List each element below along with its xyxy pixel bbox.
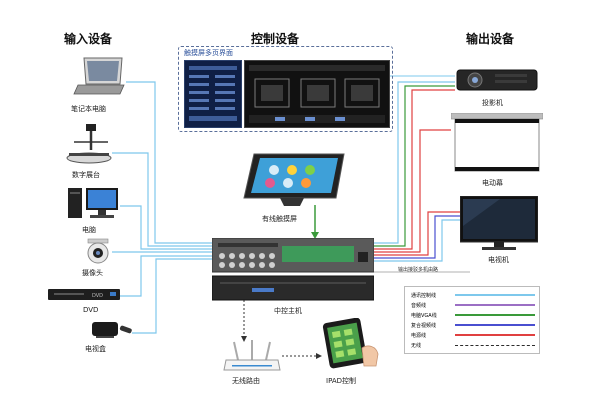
control-devices-header: 控制设备 (251, 32, 300, 46)
arrow-host-router (241, 336, 247, 342)
wire-out-5 (372, 211, 460, 256)
legend-label: 音频线 (411, 302, 427, 309)
legend-item: 复合视频线 (411, 320, 535, 330)
wire-pc (120, 205, 212, 250)
camera-label: 摄像头 (82, 269, 103, 277)
wireless-router-icon (222, 340, 282, 374)
wire-out-2 (372, 85, 455, 247)
dvd-player-icon: DVD (48, 287, 120, 301)
interface-pages-frame (178, 46, 393, 132)
ipad-label: IPAD控制 (326, 377, 357, 385)
wire-out-1 (372, 81, 455, 244)
legend-swatch (455, 314, 535, 316)
legend-swatch (455, 334, 535, 336)
touch-panel-label: 有线触摸屏 (262, 215, 297, 223)
legend-label: 通讯控制线 (411, 292, 437, 299)
wire-out-4 (372, 129, 451, 253)
dvd-label: DVD (83, 306, 99, 314)
document-camera-label: 数字展台 (72, 171, 100, 179)
legend-swatch (455, 294, 535, 296)
legend-item: 通讯控制线 (411, 290, 535, 300)
legend-swatch (455, 304, 535, 306)
central-host-label: 中控主机 (274, 307, 302, 315)
motorized-screen-label: 电动幕 (482, 179, 503, 187)
camera-icon (82, 238, 114, 266)
wire-out-7 (372, 219, 460, 262)
wireless-router-label: 无线路由 (232, 377, 260, 385)
computer-label: 电脑 (82, 226, 96, 234)
interface-page-1 (184, 60, 242, 128)
projector-label: 投影机 (482, 99, 503, 107)
dvd-player-logo: DVD (92, 293, 103, 299)
legend-item: 无线 (411, 340, 535, 350)
legend-swatch (455, 324, 535, 326)
computer-icon (66, 186, 120, 222)
legend-box: 通讯控制线 音频线 电脑VGA线 复合视频线 电源线 无线 (404, 286, 540, 354)
legend-item: 电脑VGA线 (411, 310, 535, 320)
legend-label: 无线 (411, 342, 422, 349)
projector-icon (455, 64, 539, 94)
output-devices-header: 输出设备 (466, 32, 515, 46)
wire-out-6 (372, 215, 460, 259)
tv-box-label: 电视盒 (85, 345, 106, 353)
wire-tvbox (132, 258, 212, 334)
wire-visualizer (112, 152, 212, 247)
document-camera-icon (64, 120, 114, 166)
ipad-icon (322, 317, 382, 370)
legend-label: 复合视频线 (411, 322, 437, 329)
wire-dvd (120, 255, 212, 297)
host-output-note: 输出接驳多机由路 (398, 267, 439, 273)
television-label: 电视机 (488, 256, 509, 264)
motorized-screen-icon (450, 112, 544, 175)
legend-item: 电源线 (411, 330, 535, 340)
television-icon (459, 195, 539, 252)
legend-swatch (455, 344, 535, 346)
interface-pages-caption: 触摸屏多页界面 (184, 49, 233, 57)
input-devices-header: 输入设备 (64, 32, 113, 46)
wire-out-3 (372, 89, 455, 250)
legend-label: 电源线 (411, 332, 427, 339)
wire-panel-screen (385, 75, 455, 100)
legend-item: 音频线 (411, 300, 535, 310)
interface-page-2 (244, 60, 390, 128)
laptop-icon (72, 56, 126, 96)
tv-box-icon (90, 320, 134, 344)
arrow-router-ipad (316, 353, 322, 359)
laptop-label: 笔记本电脑 (71, 105, 106, 113)
touch-panel-icon (240, 150, 348, 208)
wire-laptop (126, 81, 212, 244)
legend-label: 电脑VGA线 (411, 312, 437, 319)
central-host-icon (211, 237, 375, 302)
arrow-touch-host (311, 232, 319, 239)
